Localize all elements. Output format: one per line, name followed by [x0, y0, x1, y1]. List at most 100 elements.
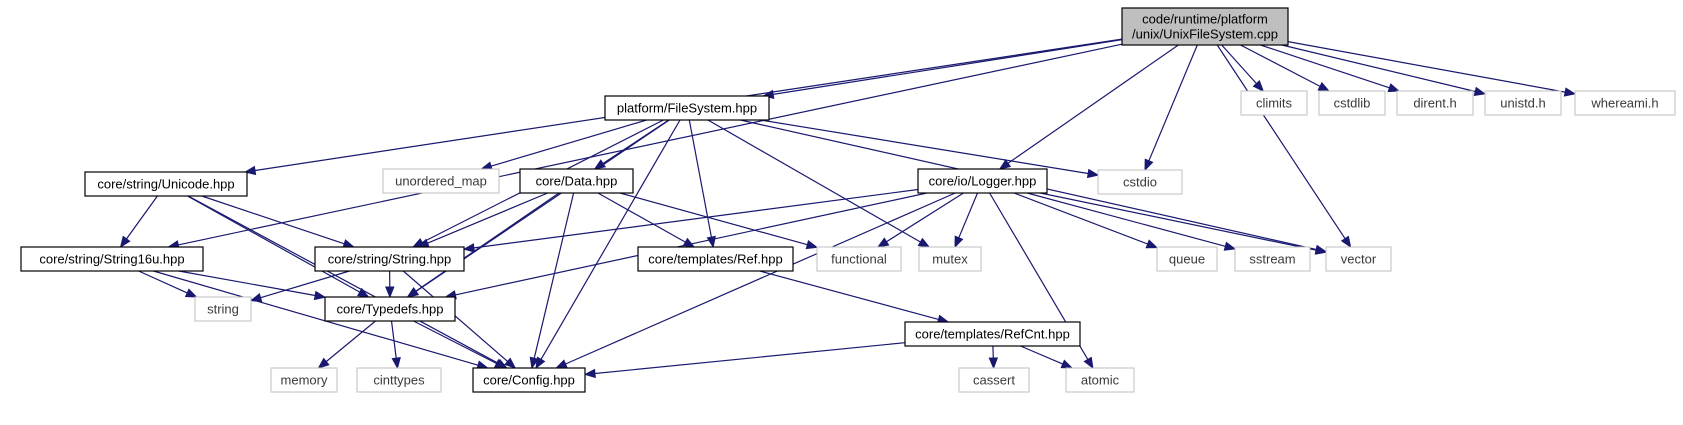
edge-line — [1007, 44, 1179, 164]
node-stringhpp[interactable]: core/string/String.hpp — [314, 246, 465, 272]
node-box — [1574, 90, 1676, 116]
node-refcnt[interactable]: core/templates/RefCnt.hpp — [904, 321, 1081, 347]
node-config[interactable]: core/Config.hpp — [472, 367, 586, 393]
node-label: core/Data.hpp — [536, 174, 618, 189]
node-label: core/Config.hpp — [483, 373, 575, 388]
edge-data-to-stringhpp — [417, 192, 548, 248]
edge-line — [1020, 345, 1064, 365]
node-filesystem[interactable]: platform/FileSystem.hpp — [604, 95, 770, 121]
node-mutex: mutex — [918, 246, 982, 272]
edge-line — [427, 192, 548, 244]
edge-filesystem-to-ref — [688, 119, 716, 249]
arrowhead-icon — [1083, 356, 1094, 370]
arrowhead-icon — [1086, 168, 1100, 179]
edge-logger-to-queue — [1013, 192, 1159, 249]
edge-line — [1216, 44, 1346, 240]
node-box — [637, 246, 794, 272]
edge-line — [1287, 41, 1566, 93]
edge-string16u-to-typedefs — [178, 270, 327, 301]
node-box — [1484, 90, 1562, 116]
node-cinttypes: cinttypes — [356, 367, 442, 393]
edge-line — [153, 270, 479, 366]
node-label: sstream — [1249, 252, 1295, 267]
edge-logger-to-functional — [876, 192, 964, 248]
node-label: unordered_map — [395, 174, 487, 189]
arrowhead-icon — [1223, 241, 1237, 251]
edge-line — [1148, 44, 1198, 162]
node-logger[interactable]: core/io/Logger.hpp — [917, 168, 1048, 194]
node-cassert: cassert — [958, 367, 1030, 393]
edge-line — [455, 192, 928, 296]
edge-line — [138, 270, 188, 294]
edge-stringhpp-to-string — [249, 270, 350, 303]
node-label: atomic — [1081, 373, 1120, 388]
arrowhead-icon — [1473, 86, 1487, 96]
node-box — [194, 296, 252, 322]
edge-data-to-config — [529, 192, 575, 370]
arrowhead-icon — [313, 290, 327, 301]
node-string16u[interactable]: core/string/String16u.hpp — [20, 246, 204, 272]
node-box — [1156, 246, 1218, 272]
edge-line — [490, 119, 647, 167]
arrowhead-icon — [954, 235, 964, 249]
edge-line — [1040, 192, 1317, 251]
edge-unixfs-to-whereami — [1287, 41, 1577, 97]
arrowhead-icon — [529, 356, 539, 370]
node-label: core/Typedefs.hpp — [337, 302, 444, 317]
edge-unicode-to-string16u — [119, 195, 158, 249]
edge-data-to-functional — [619, 192, 819, 250]
edge-line — [1221, 44, 1257, 85]
edge-line — [597, 192, 686, 243]
edge-unixfs-to-filesystem — [761, 39, 1123, 100]
node-functional: functional — [816, 246, 902, 272]
node-box — [1097, 169, 1183, 195]
node-label: core/string/String16u.hpp — [39, 252, 184, 267]
node-unicode[interactable]: core/string/Unicode.hpp — [84, 171, 248, 197]
edge-data-to-typedefs — [406, 192, 560, 298]
node-cstdio: cstdio — [1097, 169, 1183, 195]
node-data[interactable]: core/Data.hpp — [519, 168, 634, 194]
node-box — [1240, 90, 1308, 116]
node-label: whereami.h — [1590, 96, 1658, 111]
node-box — [904, 321, 1081, 347]
node-box — [816, 246, 902, 272]
edge-line — [1013, 192, 1148, 245]
edge-line — [540, 119, 681, 360]
node-cstdlib: cstdlib — [1318, 90, 1386, 116]
node-label: vector — [1341, 252, 1377, 267]
node-ref[interactable]: core/templates/Ref.hpp — [637, 246, 794, 272]
edge-stringhpp-to-typedefs — [385, 270, 395, 299]
node-typedefs[interactable]: core/Typedefs.hpp — [324, 296, 456, 322]
edge-data-to-ref — [597, 192, 696, 248]
edge-line — [619, 192, 808, 246]
edge-line — [126, 195, 158, 240]
node-box — [604, 95, 770, 121]
node-label: cstdio — [1123, 175, 1157, 190]
node-box — [958, 367, 1030, 393]
edge-unixfs-to-cstdio — [1144, 44, 1198, 172]
node-box — [472, 367, 586, 393]
edge-line — [415, 192, 560, 292]
node-label: core/io/Logger.hpp — [929, 174, 1037, 189]
edge-unixfs-to-logger — [998, 44, 1179, 170]
arrowhead-icon — [119, 235, 131, 249]
node-sstream: sstream — [1234, 246, 1311, 272]
node-box — [1396, 90, 1474, 116]
edge-refcnt-to-config — [583, 342, 906, 379]
node-label: memory — [281, 373, 328, 388]
edge-typedefs-to-cinttypes — [390, 320, 401, 370]
node-climits: climits — [1240, 90, 1308, 116]
arrowhead-icon — [988, 357, 999, 370]
node-box — [1325, 246, 1392, 272]
edge-line — [707, 119, 921, 243]
arrowhead-icon — [1252, 80, 1265, 92]
arrowhead-icon — [357, 287, 370, 298]
node-label: core/templates/RefCnt.hpp — [915, 327, 1070, 342]
node-unixfs[interactable]: code/runtime/platform/unix/UnixFileSyste… — [1121, 7, 1289, 46]
node-box — [324, 296, 456, 322]
edge-line — [533, 192, 575, 359]
arrowhead-icon — [1563, 87, 1577, 97]
arrowhead-icon — [317, 357, 330, 369]
edge-filesystem-to-cstdio — [760, 119, 1100, 179]
